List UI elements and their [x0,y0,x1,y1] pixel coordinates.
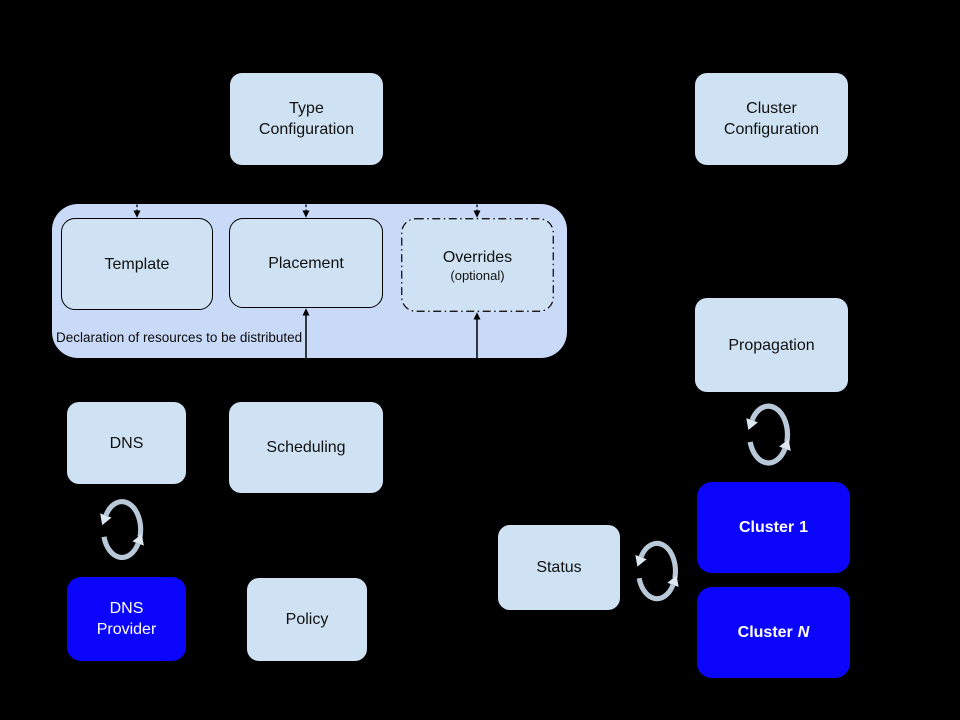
node-cluster-configuration: Cluster Configuration [695,73,848,165]
node-scheduling: Scheduling [229,402,383,493]
node-dns: DNS [67,402,186,484]
node-label: Propagation [728,336,815,354]
node-label: Cluster N [737,624,810,641]
node-label: Configuration [258,121,355,138]
node-dns-provider: DNS Provider [67,577,186,661]
node-type-configuration: Type Configuration [230,73,383,165]
sync-arrows-icon [94,490,150,569]
dash-dot-border [401,218,554,312]
node-label: Cluster [746,100,797,117]
node-cluster-n: Cluster N [697,587,850,678]
node-overrides: Overrides (optional) [401,218,554,312]
node-label: Configuration [723,121,820,138]
node-label: Template [104,255,170,273]
sync-arrows-icon [629,534,685,608]
node-placement: Placement [229,218,383,308]
node-policy: Policy [247,578,367,661]
node-label: Placement [268,254,344,272]
node-label: Status [536,559,582,576]
node-label: Policy [285,611,329,628]
node-cluster-1: Cluster 1 [697,482,850,573]
node-propagation: Propagation [695,298,848,392]
node-label: DNS [109,600,144,617]
declaration-caption: Declaration of resources to be distribut… [56,330,303,345]
node-sublabel: (optional) [450,267,505,283]
sync-arrows-icon [740,396,797,473]
node-label: Scheduling [266,439,346,456]
node-label: DNS [109,434,144,452]
node-label: Overrides [442,248,513,266]
node-status: Status [498,525,620,610]
node-label: Cluster 1 [738,519,809,536]
node-label: Type [289,100,324,117]
node-label: Provider [96,621,157,638]
node-template: Template [61,218,213,310]
